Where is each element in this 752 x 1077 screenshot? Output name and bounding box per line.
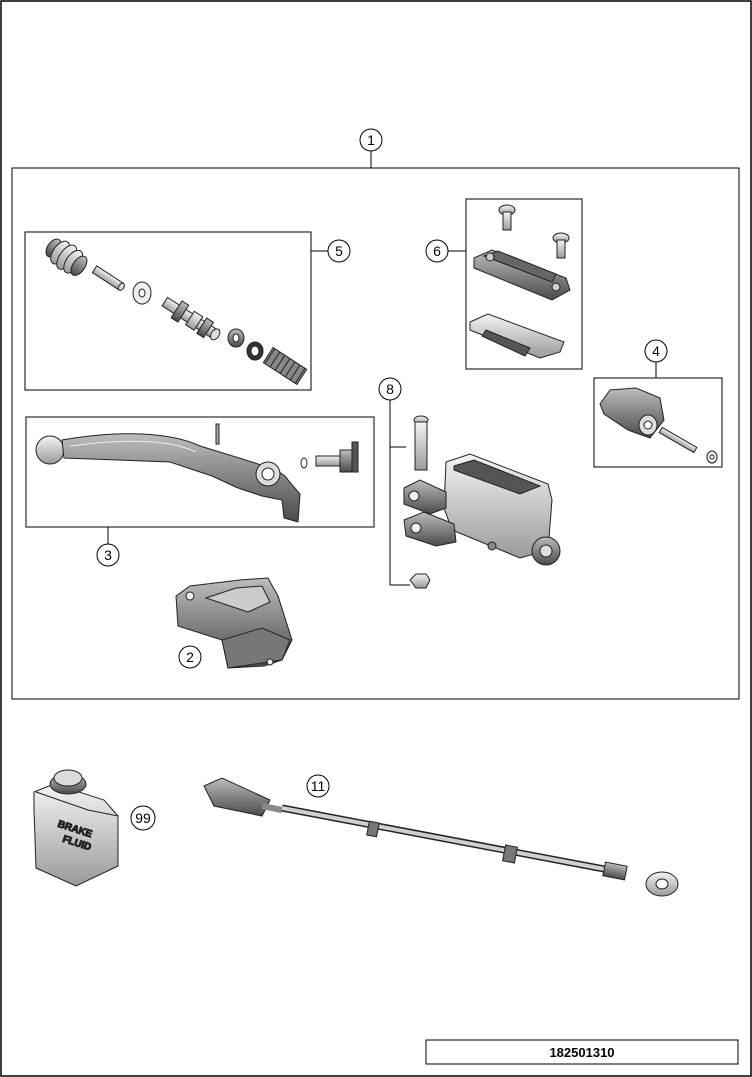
assembly-box-1 xyxy=(11,167,740,700)
callout-11-label: 11 xyxy=(311,778,326,794)
lever-small-ring xyxy=(300,457,308,469)
reservoir-lid xyxy=(473,249,571,301)
callout-3-label: 3 xyxy=(104,547,112,563)
subassembly-box-4 xyxy=(593,377,723,468)
part-number-box xyxy=(425,1039,739,1065)
reservoir-cover-drawing xyxy=(469,204,571,359)
callout-99-label: 99 xyxy=(135,810,151,826)
dust-boot xyxy=(45,238,88,276)
return-spring xyxy=(262,346,308,386)
cover-screw-right xyxy=(552,232,570,259)
brake-lever-drawing xyxy=(35,423,359,523)
callout-99[interactable]: 99 xyxy=(130,805,156,831)
callout-8[interactable]: 8 xyxy=(378,377,402,401)
callout-2[interactable]: 2 xyxy=(178,645,202,669)
brake-fluid-can: BRAKE FLUID xyxy=(33,769,119,887)
piston-kit-drawing xyxy=(45,238,308,386)
lever-pin xyxy=(215,423,220,445)
callout-1-label: 1 xyxy=(367,132,375,148)
push-rod xyxy=(91,265,125,291)
mount-nut xyxy=(409,573,431,589)
brake-line-drawing xyxy=(203,777,679,897)
callout-3[interactable]: 3 xyxy=(96,543,120,567)
diaphragm xyxy=(469,313,565,359)
piston xyxy=(161,296,221,341)
callout-5[interactable]: 5 xyxy=(327,239,351,263)
lever-ball-end xyxy=(35,435,65,465)
callout-8-label: 8 xyxy=(386,381,394,397)
callout-11[interactable]: 11 xyxy=(306,774,330,798)
subassembly-box-5 xyxy=(24,231,312,391)
callout-4-label: 4 xyxy=(652,343,660,359)
callout-6-label: 6 xyxy=(433,243,441,259)
handlebar-clamp-drawing xyxy=(599,387,718,464)
subassembly-box-3 xyxy=(25,416,375,528)
callout-6[interactable]: 6 xyxy=(425,239,449,263)
callout-5-label: 5 xyxy=(335,243,343,259)
master-cylinder-drawing xyxy=(403,415,561,589)
adjuster xyxy=(315,441,359,473)
callout-1[interactable]: 1 xyxy=(359,128,383,152)
callout-2-label: 2 xyxy=(186,649,194,665)
cover-screw-left xyxy=(498,204,516,231)
lever-guard-drawing xyxy=(175,577,293,669)
callout-4[interactable]: 4 xyxy=(644,339,668,363)
subassembly-box-6 xyxy=(465,198,583,370)
part-number: 182501310 xyxy=(549,1045,614,1060)
